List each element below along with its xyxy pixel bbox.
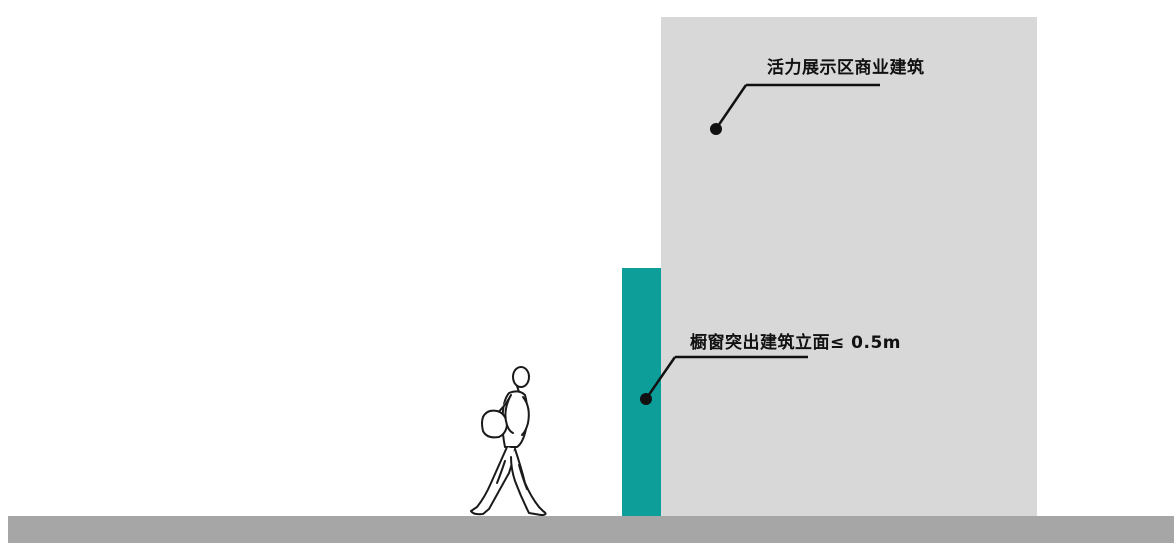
- window-leader: [640, 355, 808, 405]
- window-leader-dot: [640, 393, 652, 405]
- building-leader-dot: [710, 123, 722, 135]
- window-label: 橱窗突出建筑立面≤ 0.5m: [690, 333, 901, 353]
- walking-person-icon: [470, 366, 547, 516]
- commercial-building: [661, 17, 1037, 516]
- ground-line: [8, 516, 1174, 543]
- building-leader: [710, 83, 880, 135]
- building-label: 活力展示区商业建筑: [767, 58, 925, 78]
- display-window-protrusion: [622, 268, 661, 516]
